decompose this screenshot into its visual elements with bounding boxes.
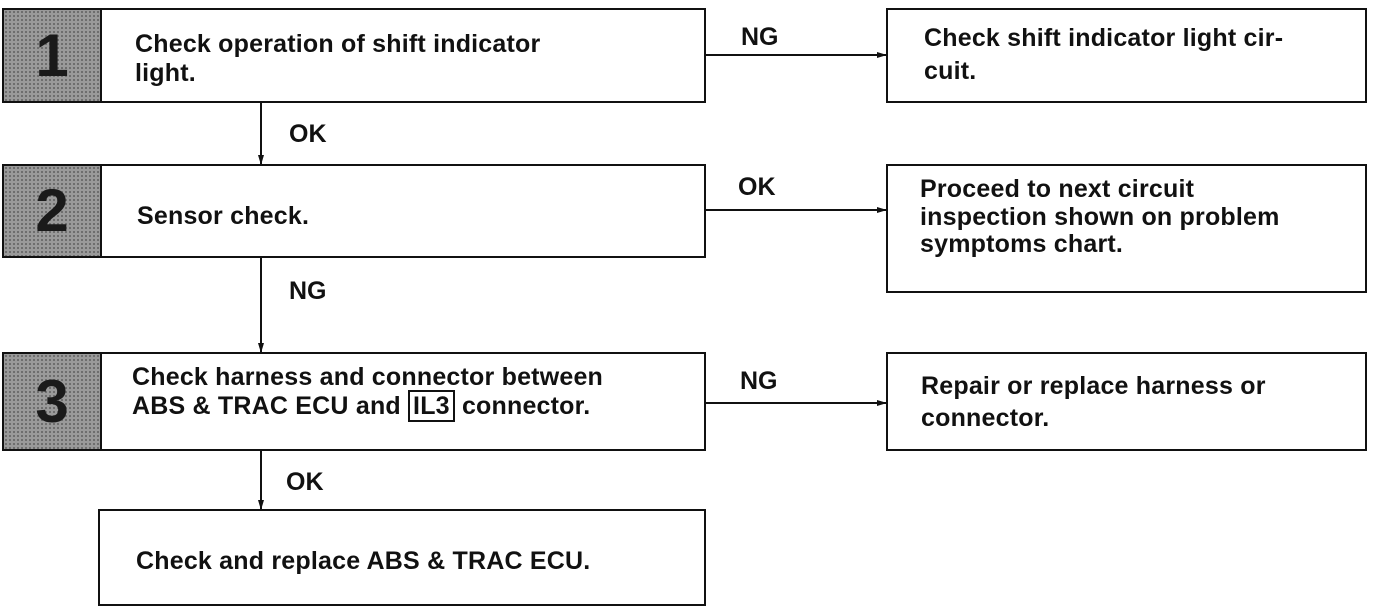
step-3-box: Check harness and connector between ABS …: [100, 352, 706, 451]
result-2-text-line3: symptoms chart.: [920, 230, 1124, 258]
step-3-text-line2-pre: ABS & TRAC ECU and: [132, 392, 401, 420]
step-3-text-line2-post: connector.: [461, 392, 591, 420]
label-step1-ok: OK: [289, 120, 327, 148]
result-1-text-line1: Check shift indicator light cir-: [924, 24, 1284, 52]
final-action-box: Check and replace ABS & TRAC ECU.: [98, 509, 706, 606]
result-2-text-line1: Proceed to next circuit: [920, 175, 1195, 203]
step-1-text-line1: Check operation of shift indicator: [135, 30, 541, 58]
step-1-text-line2: light.: [135, 59, 196, 87]
step-3-text-line2: ABS & TRAC ECU and IL3 connector.: [132, 390, 591, 422]
step-1-number-badge: 1: [2, 8, 102, 103]
step-3-number-badge: 3: [2, 352, 102, 451]
result-3-text-line2: connector.: [921, 404, 1050, 432]
result-2-box: Proceed to next circuit inspection shown…: [886, 164, 1367, 293]
step-2-number: 2: [35, 177, 69, 244]
result-1-box: Check shift indicator light cir- cuit.: [886, 8, 1367, 103]
step-1-box: Check operation of shift indicator light…: [100, 8, 706, 103]
label-step1-ng: NG: [741, 23, 779, 51]
label-step3-ok: OK: [286, 468, 324, 496]
result-3-box: Repair or replace harness or connector.: [886, 352, 1367, 451]
step-3-text-line1: Check harness and connector between: [132, 363, 604, 391]
result-1-text-line2: cuit.: [924, 57, 977, 85]
step-3-number: 3: [35, 367, 69, 435]
step-2-text-line1: Sensor check.: [137, 202, 310, 230]
connector-code-il3: IL3: [408, 390, 455, 422]
final-action-text: Check and replace ABS & TRAC ECU.: [136, 547, 591, 575]
label-step2-ng: NG: [289, 277, 327, 305]
result-3-text-line1: Repair or replace harness or: [921, 372, 1266, 400]
result-2-text-line2: inspection shown on problem: [920, 203, 1280, 231]
step-1-number: 1: [35, 21, 69, 89]
label-step2-ok: OK: [738, 173, 776, 201]
step-2-box: Sensor check.: [100, 164, 706, 258]
step-2-number-badge: 2: [2, 164, 102, 258]
label-step3-ng: NG: [740, 367, 778, 395]
